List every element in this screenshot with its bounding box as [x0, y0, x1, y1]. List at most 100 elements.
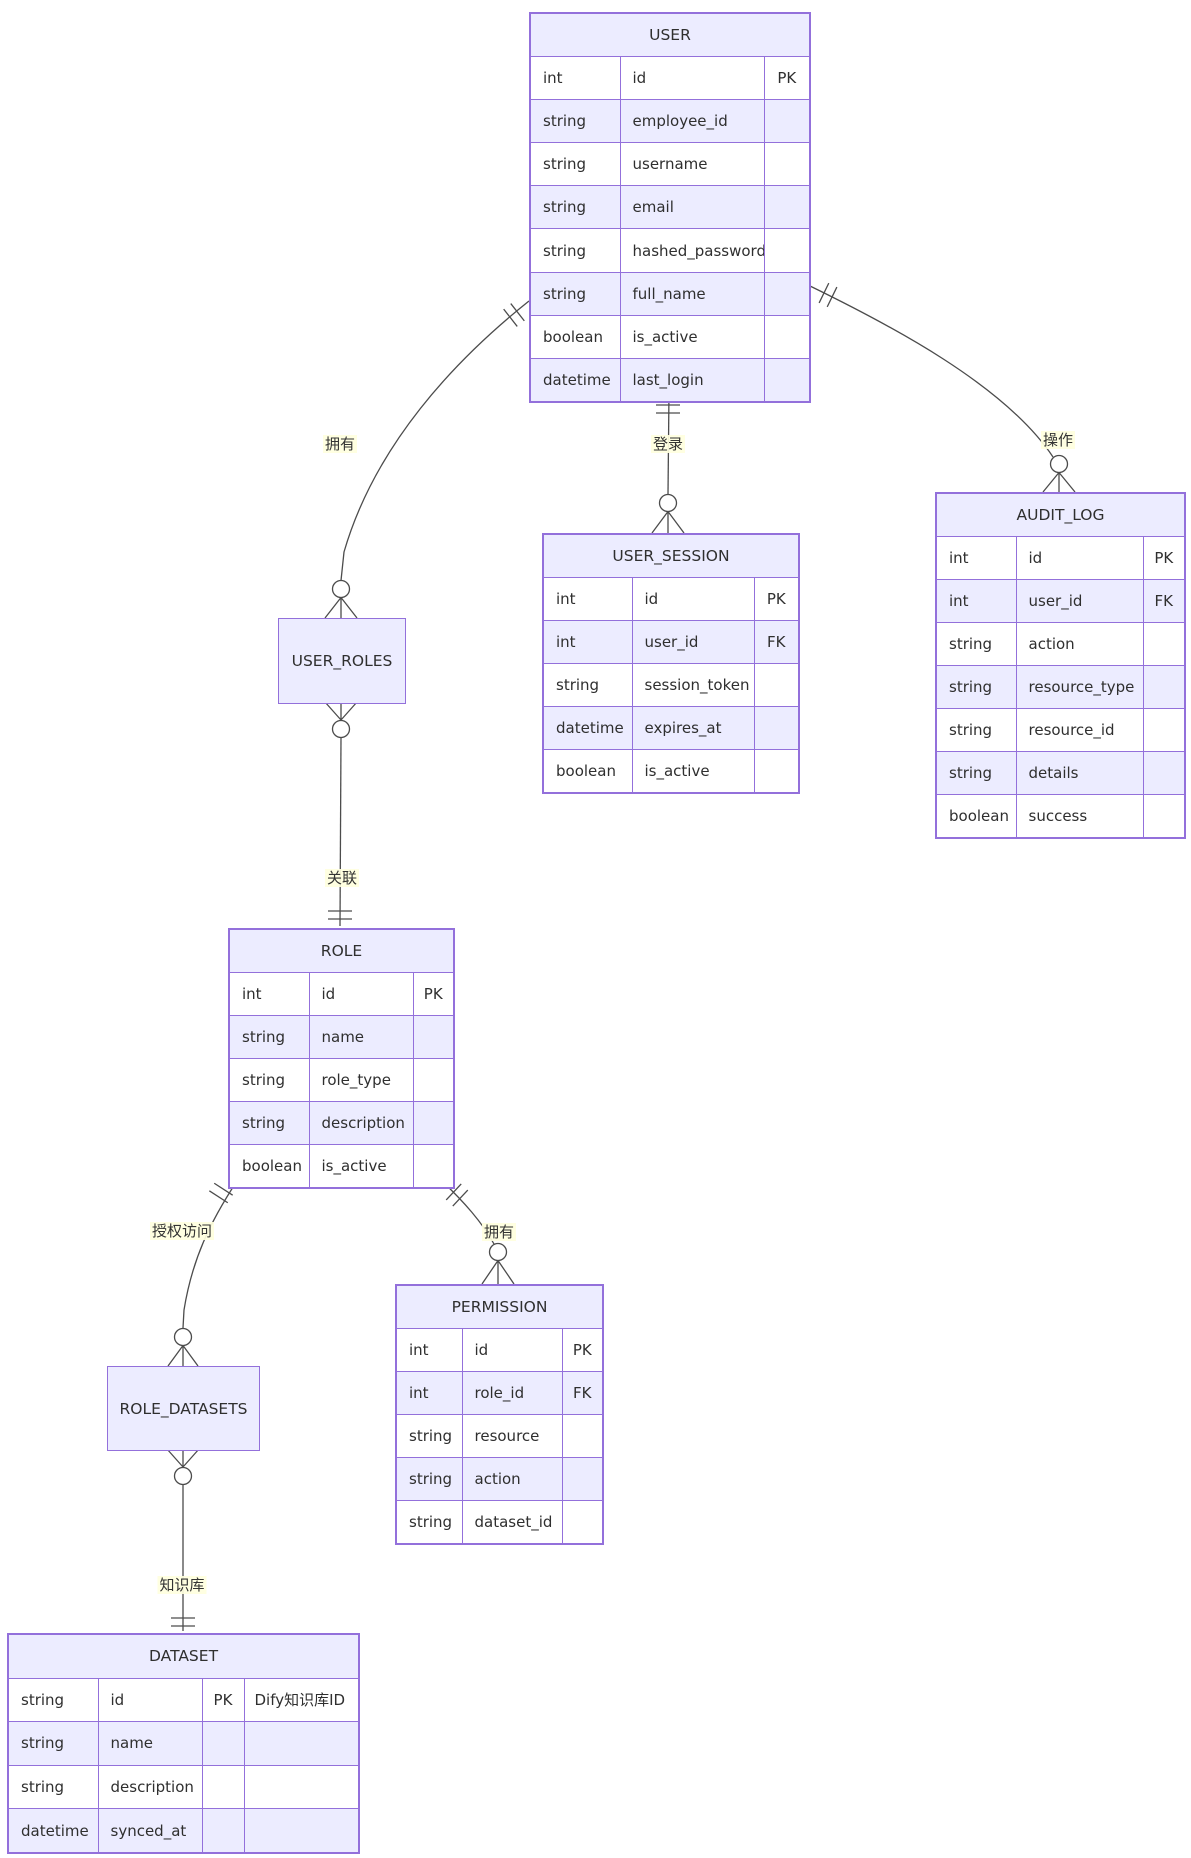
attr-name: id: [97, 1677, 203, 1723]
attr-key: [1142, 622, 1186, 666]
attr-type: datetime: [529, 357, 621, 403]
cardinality-zero-circle: [173, 1327, 193, 1347]
cardinality-one-ticks: [208, 1182, 234, 1204]
attr-name: user_id: [1015, 579, 1144, 623]
entity-title: ROLE_DATASETS: [119, 1399, 248, 1418]
attr-key: [412, 1101, 455, 1145]
attr-type: string: [542, 663, 633, 707]
attr-key: [1142, 751, 1186, 795]
attr-name: action: [461, 1457, 563, 1501]
attr-type: string: [529, 228, 621, 273]
attr-type: string: [529, 185, 621, 230]
attr-comment: [243, 1721, 360, 1766]
attr-name: hashed_password: [619, 228, 765, 273]
attr-comment: [243, 1808, 360, 1854]
attr-key: [1142, 794, 1186, 839]
cardinality-zero-circle: [488, 1242, 508, 1262]
attr-type: string: [395, 1457, 463, 1501]
attr-name: id: [1015, 536, 1144, 580]
relationship-line: [339, 737, 342, 927]
attr-key: [412, 1058, 455, 1102]
attr-type: string: [7, 1721, 99, 1766]
attr-name: resource: [461, 1414, 563, 1458]
attr-type: string: [529, 271, 621, 316]
attr-key: [763, 228, 811, 273]
entity-title: PERMISSION: [395, 1284, 604, 1329]
attr-type: string: [529, 142, 621, 187]
attr-name: id: [631, 577, 755, 621]
attr-key: FK: [1142, 579, 1186, 623]
attr-type: string: [228, 1015, 310, 1059]
attr-type: string: [228, 1101, 310, 1145]
attr-type: int: [228, 972, 310, 1016]
attr-name: expires_at: [631, 706, 755, 750]
cardinality-zero-circle: [331, 579, 351, 599]
relationship-label-user_roles-role: 关联: [324, 869, 360, 887]
attr-key: [561, 1414, 604, 1458]
attr-key: [201, 1808, 245, 1854]
cardinality-zero-circle: [1049, 454, 1069, 474]
attr-type: string: [228, 1058, 310, 1102]
attr-key: PK: [201, 1677, 245, 1723]
attr-key: [763, 357, 811, 403]
attr-name: details: [1015, 751, 1144, 795]
cardinality-one-ticks: [171, 1617, 195, 1627]
attr-name: resource_id: [1015, 708, 1144, 752]
attr-type: boolean: [542, 749, 633, 794]
attr-name: id: [461, 1328, 563, 1372]
entity-title: USER: [529, 12, 811, 58]
cardinality-crowfoot: [167, 1345, 199, 1367]
attr-name: last_login: [619, 357, 765, 403]
attr-name: action: [1015, 622, 1144, 666]
attr-type: string: [529, 99, 621, 144]
cardinality-zero-circle: [658, 493, 678, 513]
cardinality-crowfoot: [166, 1448, 200, 1468]
cardinality-zero-circle: [173, 1466, 193, 1486]
entity-role-datasets: ROLE_DATASETS: [107, 1366, 260, 1451]
entity-title: ROLE: [228, 928, 455, 973]
attr-name: resource_type: [1015, 665, 1144, 709]
attr-name: employee_id: [619, 99, 765, 144]
entity-title: USER_ROLES: [291, 652, 393, 670]
attr-type: datetime: [542, 706, 633, 750]
attr-key: [763, 142, 811, 187]
attr-key: [763, 271, 811, 316]
relationship-line: [809, 285, 1054, 458]
cardinality-one-ticks: [445, 1183, 469, 1207]
attr-name: description: [308, 1101, 414, 1145]
attr-name: is_active: [308, 1144, 414, 1189]
attr-key: PK: [763, 56, 811, 101]
attr-name: synced_at: [97, 1808, 203, 1854]
attr-name: name: [308, 1015, 414, 1059]
cardinality-zero-circle: [331, 719, 351, 739]
attr-key: [1142, 708, 1186, 752]
attr-key: PK: [561, 1328, 604, 1372]
cardinality-one-ticks: [656, 404, 680, 414]
attr-name: is_active: [619, 314, 765, 359]
attr-type: datetime: [7, 1808, 99, 1854]
attr-key: PK: [1142, 536, 1186, 580]
attr-key: FK: [753, 620, 800, 664]
attr-type: string: [395, 1500, 463, 1545]
attr-key: [561, 1457, 604, 1501]
relationship-label-user-audit_log: 操作: [1040, 431, 1076, 449]
